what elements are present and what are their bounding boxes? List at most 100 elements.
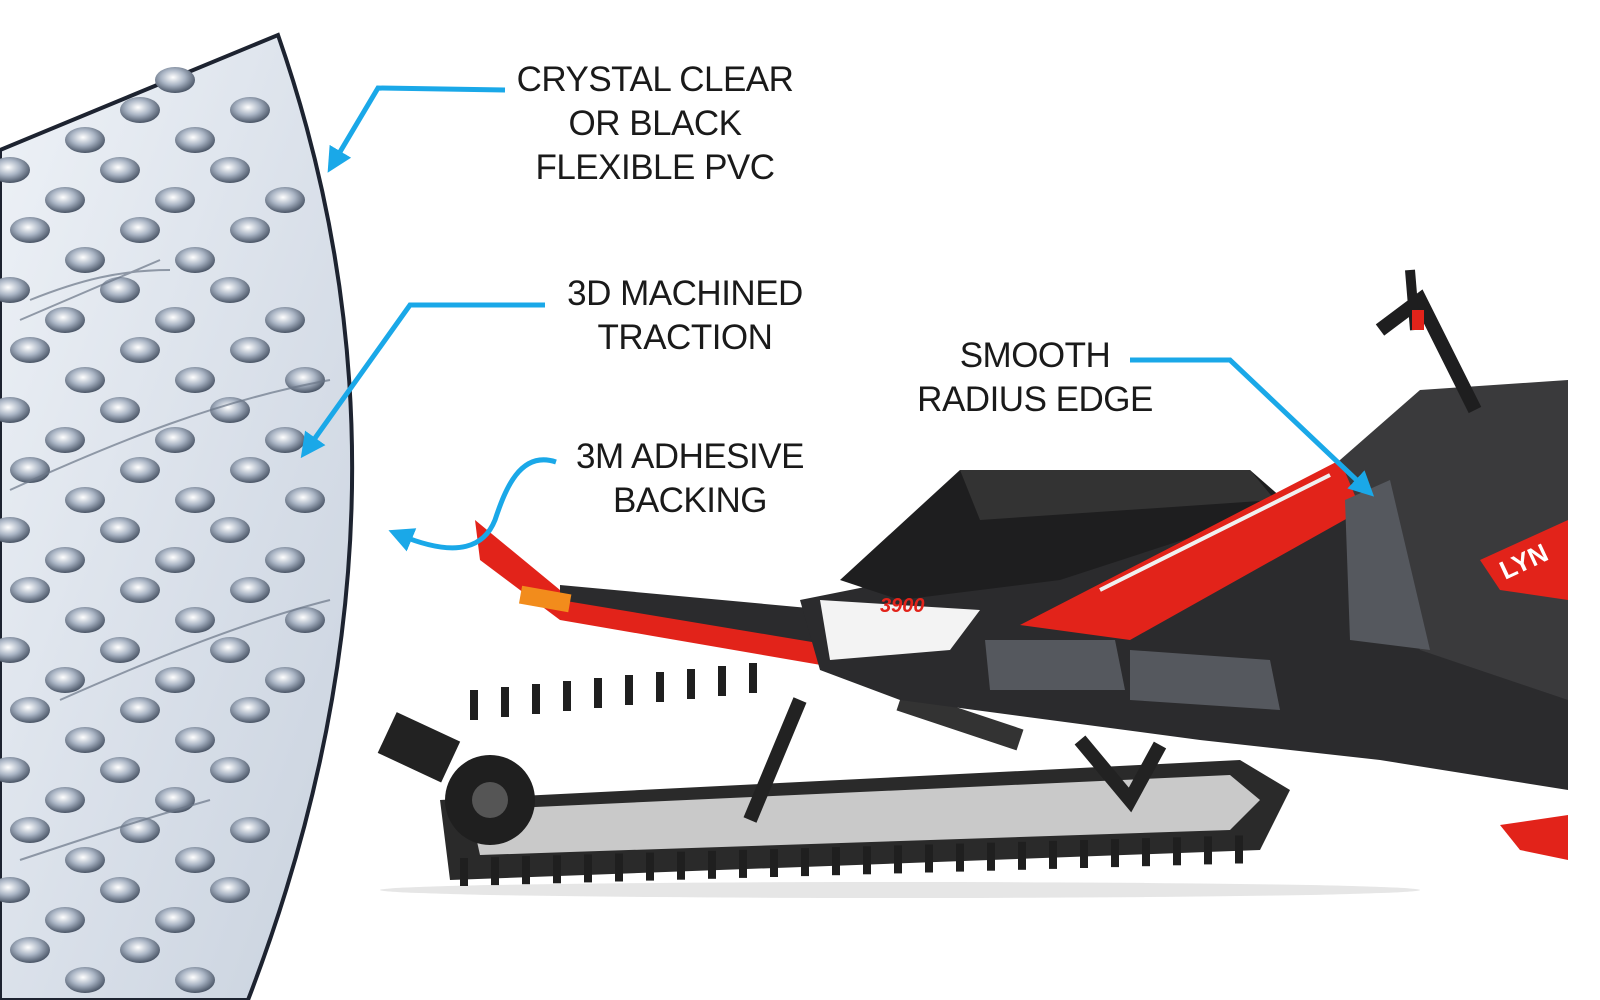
traction-bump — [120, 937, 160, 963]
track-lug — [708, 850, 716, 879]
traction-bump — [265, 187, 305, 213]
traction-bump — [285, 607, 325, 633]
track-lug — [739, 849, 747, 878]
traction-bump — [0, 877, 30, 903]
track-lug — [615, 853, 623, 882]
traction-bump — [100, 277, 140, 303]
traction-bump — [265, 547, 305, 573]
traction-bump — [210, 157, 250, 183]
traction-bump — [155, 67, 195, 93]
traction-bump — [265, 667, 305, 693]
traction-bump — [45, 667, 85, 693]
traction-bump — [210, 877, 250, 903]
traction-bump — [0, 517, 30, 543]
callout-line: BACKING — [612, 481, 768, 520]
track-lug — [718, 666, 726, 696]
traction-bump — [65, 607, 105, 633]
track-lug — [863, 846, 871, 875]
traction-bump — [265, 307, 305, 333]
track-lug — [1235, 835, 1243, 864]
pad-logo-engravings — [9, 259, 331, 861]
traction-bump — [0, 637, 30, 663]
traction-bump — [100, 157, 140, 183]
arrow-edge — [1130, 357, 1375, 497]
track-lug — [1173, 837, 1181, 866]
snowmobile: LYN 3900 — [377, 269, 1568, 898]
track-lug — [584, 854, 592, 883]
traction-bump — [45, 787, 85, 813]
traction-bump — [100, 517, 140, 543]
console-traction-pad — [1345, 480, 1430, 650]
track-lug — [1111, 839, 1119, 868]
track-lug — [470, 690, 478, 720]
sled-model-logo: 3900 — [880, 595, 925, 617]
traction-bump — [210, 397, 250, 423]
traction-bump — [155, 667, 195, 693]
traction-bumps — [0, 67, 325, 993]
traction-bump — [230, 817, 270, 843]
track-lug — [801, 848, 809, 877]
track-lug — [594, 678, 602, 708]
traction-bump — [120, 337, 160, 363]
callout-arrows — [300, 85, 1375, 552]
traction-bump — [0, 397, 30, 423]
track-lug — [687, 669, 695, 699]
track-lug — [749, 663, 757, 693]
traction-bump — [65, 247, 105, 273]
traction-bump — [0, 277, 30, 303]
traction-bump — [210, 277, 250, 303]
callout-edge: SMOOTH RADIUS EDGE — [900, 334, 1170, 422]
traction-bump — [175, 607, 215, 633]
traction-bump — [210, 757, 250, 783]
traction-bump — [230, 457, 270, 483]
traction-bump — [45, 187, 85, 213]
track-lug — [563, 681, 571, 711]
track-lug — [491, 857, 499, 886]
callout-line: 3M ADHESIVE — [576, 437, 804, 476]
traction-bump — [65, 847, 105, 873]
traction-bump — [155, 547, 195, 573]
track-lug — [532, 684, 540, 714]
traction-bump — [120, 577, 160, 603]
traction-bump — [10, 217, 50, 243]
callout-material: CRYSTAL CLEAR OR BLACK FLEXIBLE PVC — [500, 58, 810, 190]
track-lug — [770, 849, 778, 877]
traction-bump — [285, 487, 325, 513]
track-lug — [894, 845, 902, 874]
traction-bump — [175, 847, 215, 873]
traction-bump — [230, 217, 270, 243]
traction-bump — [230, 697, 270, 723]
track-lug — [1049, 840, 1057, 869]
traction-bump — [155, 307, 195, 333]
track-lug — [677, 851, 685, 880]
callout-line: OR BLACK — [568, 104, 743, 143]
track-lug — [646, 852, 654, 881]
track-lug — [656, 672, 664, 702]
traction-bump — [175, 367, 215, 393]
traction-bump — [285, 367, 325, 393]
arrow-adhesive — [388, 457, 557, 552]
traction-bump — [175, 967, 215, 993]
traction-bump — [0, 157, 30, 183]
callout-adhesive: 3M ADHESIVE BACKING — [550, 435, 830, 523]
traction-bump — [265, 427, 305, 453]
traction-bump — [210, 517, 250, 543]
track-lug — [1142, 838, 1150, 867]
callout-traction: 3D MACHINED TRACTION — [540, 272, 830, 360]
track-lug — [553, 855, 561, 884]
arrow-traction — [300, 302, 545, 459]
callout-line: FLEXIBLE PVC — [535, 148, 775, 187]
traction-bump — [175, 247, 215, 273]
traction-bump — [120, 457, 160, 483]
traction-bump — [65, 727, 105, 753]
traction-bump — [10, 697, 50, 723]
traction-pad-closeup — [0, 32, 355, 1000]
traction-bump — [230, 337, 270, 363]
traction-bump — [10, 817, 50, 843]
traction-bump — [175, 487, 215, 513]
traction-bump — [100, 757, 140, 783]
traction-bump — [155, 787, 195, 813]
traction-bump — [155, 427, 195, 453]
traction-bump — [100, 877, 140, 903]
track-lug — [832, 847, 840, 876]
